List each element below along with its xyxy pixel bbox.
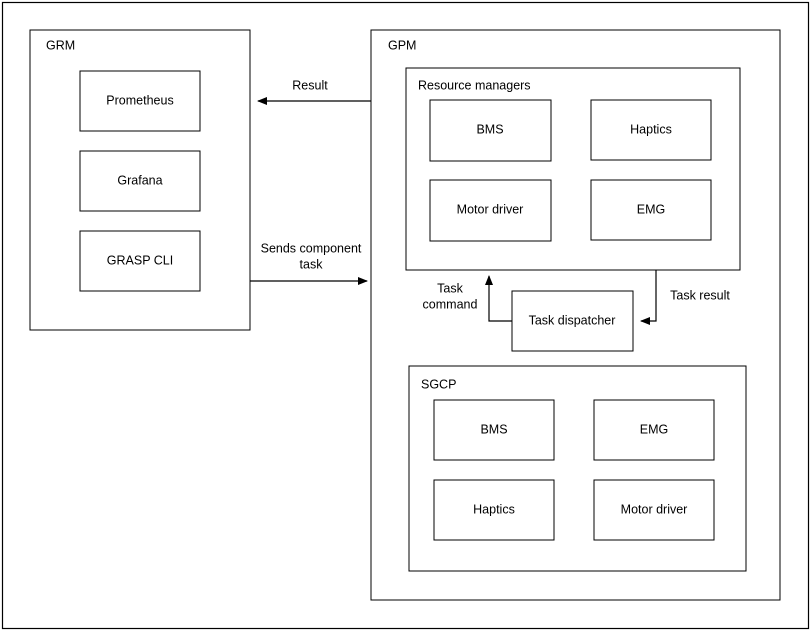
node-sgcp-motor-driver[interactable]: Motor driver [593, 479, 715, 541]
grm-label: GRM [46, 38, 75, 52]
sgcp-haptics-box[interactable] [433, 479, 555, 541]
node-rm-emg[interactable]: EMG [590, 179, 712, 241]
node-grafana[interactable]: Grafana [79, 150, 201, 212]
rm-bms-box[interactable] [429, 99, 552, 162]
task-dispatcher-label: Task dispatcher [529, 313, 616, 327]
sgcp-motor-driver-label: Motor driver [621, 502, 688, 516]
edge-task-command-label-line1: Task [437, 281, 463, 295]
edge-task-command-label-line2: command [423, 297, 478, 311]
grafana-box[interactable] [79, 150, 201, 212]
prometheus-box[interactable] [79, 70, 201, 132]
grasp-cli-box[interactable] [79, 230, 201, 292]
rm-haptics-label: Haptics [630, 122, 672, 136]
sgcp-label: SGCP [421, 377, 456, 391]
node-sgcp-haptics[interactable]: Haptics [433, 479, 555, 541]
node-rm-bms[interactable]: BMS [429, 99, 552, 162]
edge-sends-component-task-label-line2: task [300, 257, 324, 271]
node-rm-motor-driver[interactable]: Motor driver [429, 179, 552, 242]
group-grm[interactable]: GRM Prometheus Grafana GRASP CLI [29, 29, 251, 331]
grasp-cli-label: GRASP CLI [107, 253, 173, 267]
grafana-label: Grafana [117, 173, 162, 187]
edge-task-result-line[interactable] [640, 270, 657, 325]
edge-sends-component-task-label-line1: Sends component [261, 241, 362, 255]
edge-result[interactable]: Result [257, 78, 371, 105]
node-prometheus[interactable]: Prometheus [79, 70, 201, 132]
node-rm-haptics[interactable]: Haptics [590, 99, 712, 161]
edge-sends-component-task[interactable]: Sends component task [250, 241, 368, 285]
rm-emg-label: EMG [637, 202, 665, 216]
rm-motor-driver-box[interactable] [429, 179, 552, 242]
sgcp-motor-driver-box[interactable] [593, 479, 715, 541]
node-sgcp-bms[interactable]: BMS [433, 399, 555, 461]
node-task-dispatcher[interactable]: Task dispatcher [511, 290, 634, 352]
prometheus-label: Prometheus [106, 93, 173, 107]
task-dispatcher-box[interactable] [511, 290, 634, 352]
rm-motor-driver-label: Motor driver [457, 202, 524, 216]
sgcp-emg-label: EMG [640, 422, 668, 436]
edge-result-label: Result [292, 78, 328, 92]
rm-bms-label: BMS [476, 122, 503, 136]
sgcp-haptics-label: Haptics [473, 502, 515, 516]
edge-task-result-label: Task result [670, 288, 730, 302]
sgcp-bms-box[interactable] [433, 399, 555, 461]
group-resource-managers[interactable]: Resource managers BMS Haptics Motor driv… [405, 67, 741, 271]
resource-managers-label: Resource managers [418, 78, 531, 92]
edge-task-command[interactable]: Task command [423, 275, 512, 322]
sgcp-emg-box[interactable] [593, 399, 715, 461]
edge-task-result[interactable]: Task result [640, 270, 730, 325]
node-sgcp-emg[interactable]: EMG [593, 399, 715, 461]
edge-task-command-line[interactable] [485, 275, 512, 322]
node-grasp-cli[interactable]: GRASP CLI [79, 230, 201, 292]
rm-emg-box[interactable] [590, 179, 712, 241]
group-sgcp[interactable]: SGCP BMS EMG Haptics Motor driver [408, 365, 747, 572]
rm-haptics-box[interactable] [590, 99, 712, 161]
sgcp-bms-label: BMS [480, 422, 507, 436]
gpm-label: GPM [388, 38, 416, 52]
group-gpm[interactable]: GPM Resource managers BMS Haptics Motor … [370, 29, 781, 601]
